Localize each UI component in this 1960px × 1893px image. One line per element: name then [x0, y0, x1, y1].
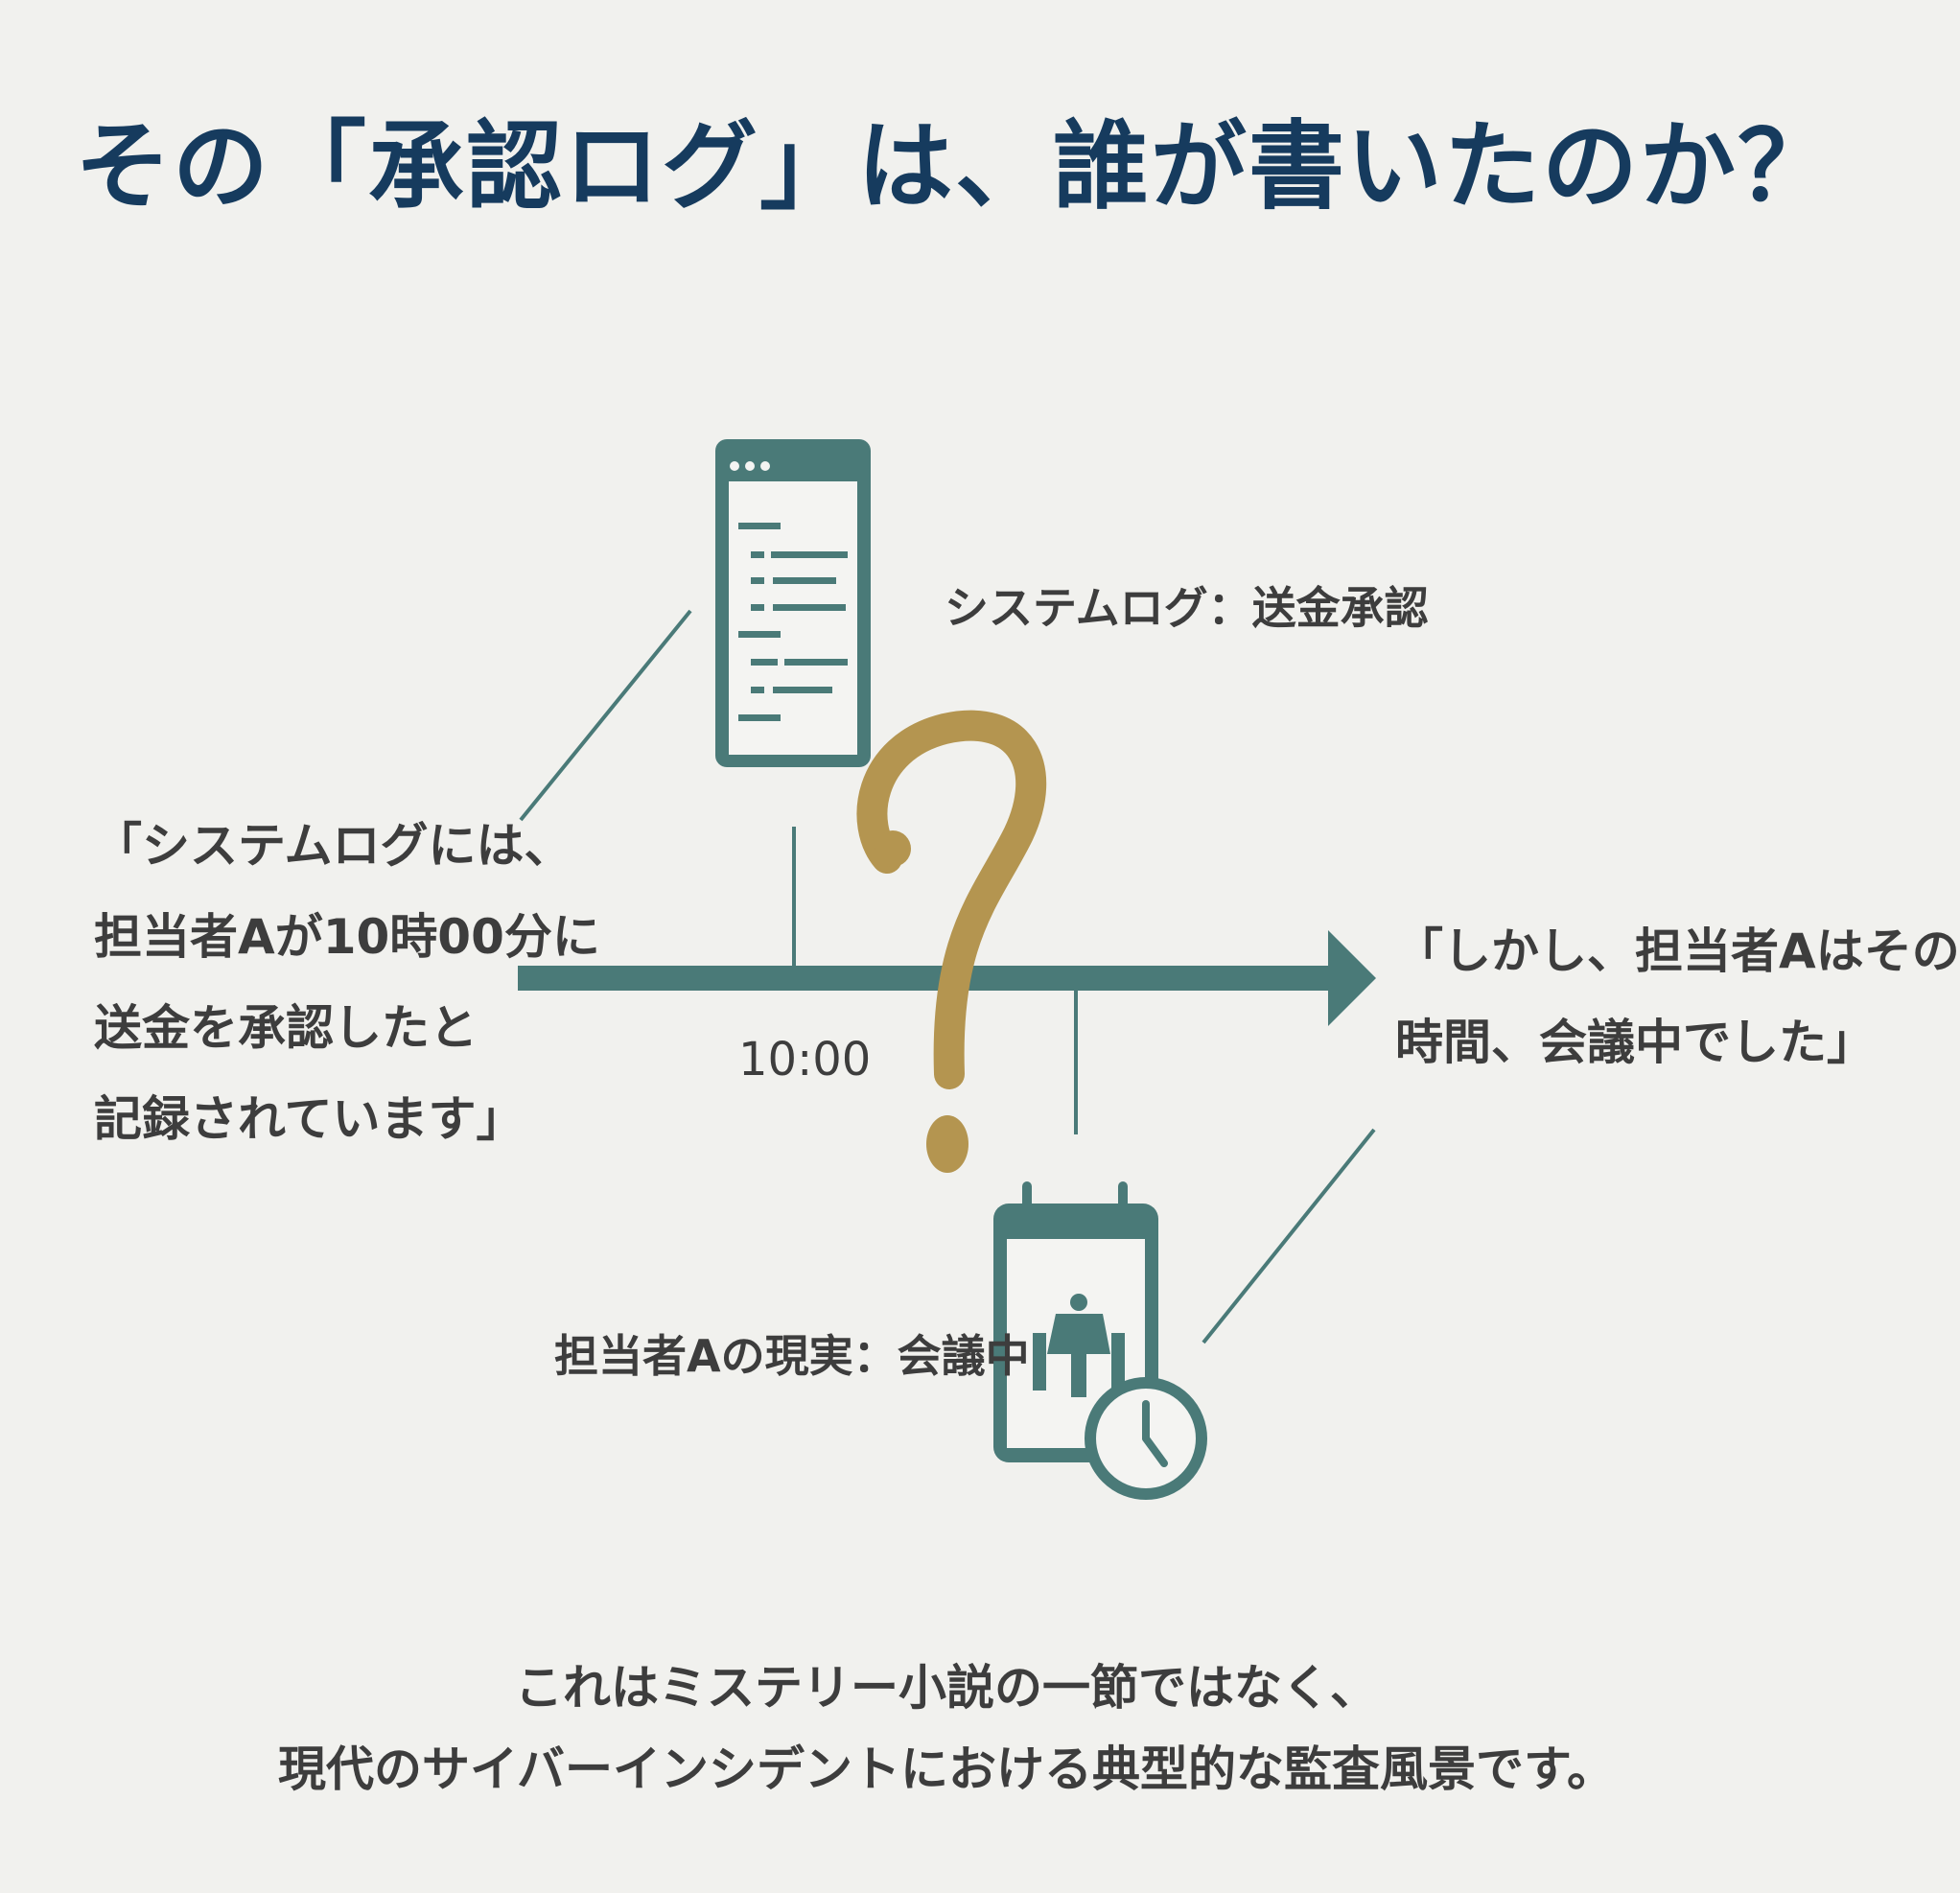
- question-mark-icon: [856, 710, 1047, 1173]
- quote-system-log: 「システムログには、 担当者Aが10時00分に 送金を承認したと 記録されていま…: [94, 818, 600, 1147]
- quote-reality: 「しかし、担当者Aはその 時間、会議中でした」: [1395, 923, 1960, 1070]
- timeline-diagram: [518, 439, 1376, 1500]
- timeline-arrow: [518, 930, 1376, 1026]
- reality-label: 担当者Aの現実：会議中: [554, 1330, 1030, 1382]
- clock-icon: [1085, 1377, 1207, 1500]
- caption: これはミステリー小説の一節ではなく、 現代のサイバーインシデントにおける典型的な…: [278, 1660, 1615, 1797]
- connector-line-left: [519, 609, 692, 822]
- connector-line-right: [1202, 1128, 1376, 1344]
- log-document-icon: [715, 439, 871, 767]
- system-log-label: システムログ：送金承認: [945, 582, 1429, 634]
- page-title: その「承認ログ」は、誰が書いたのか？: [75, 110, 1835, 222]
- timeline-time-label: 10:00: [738, 1033, 872, 1087]
